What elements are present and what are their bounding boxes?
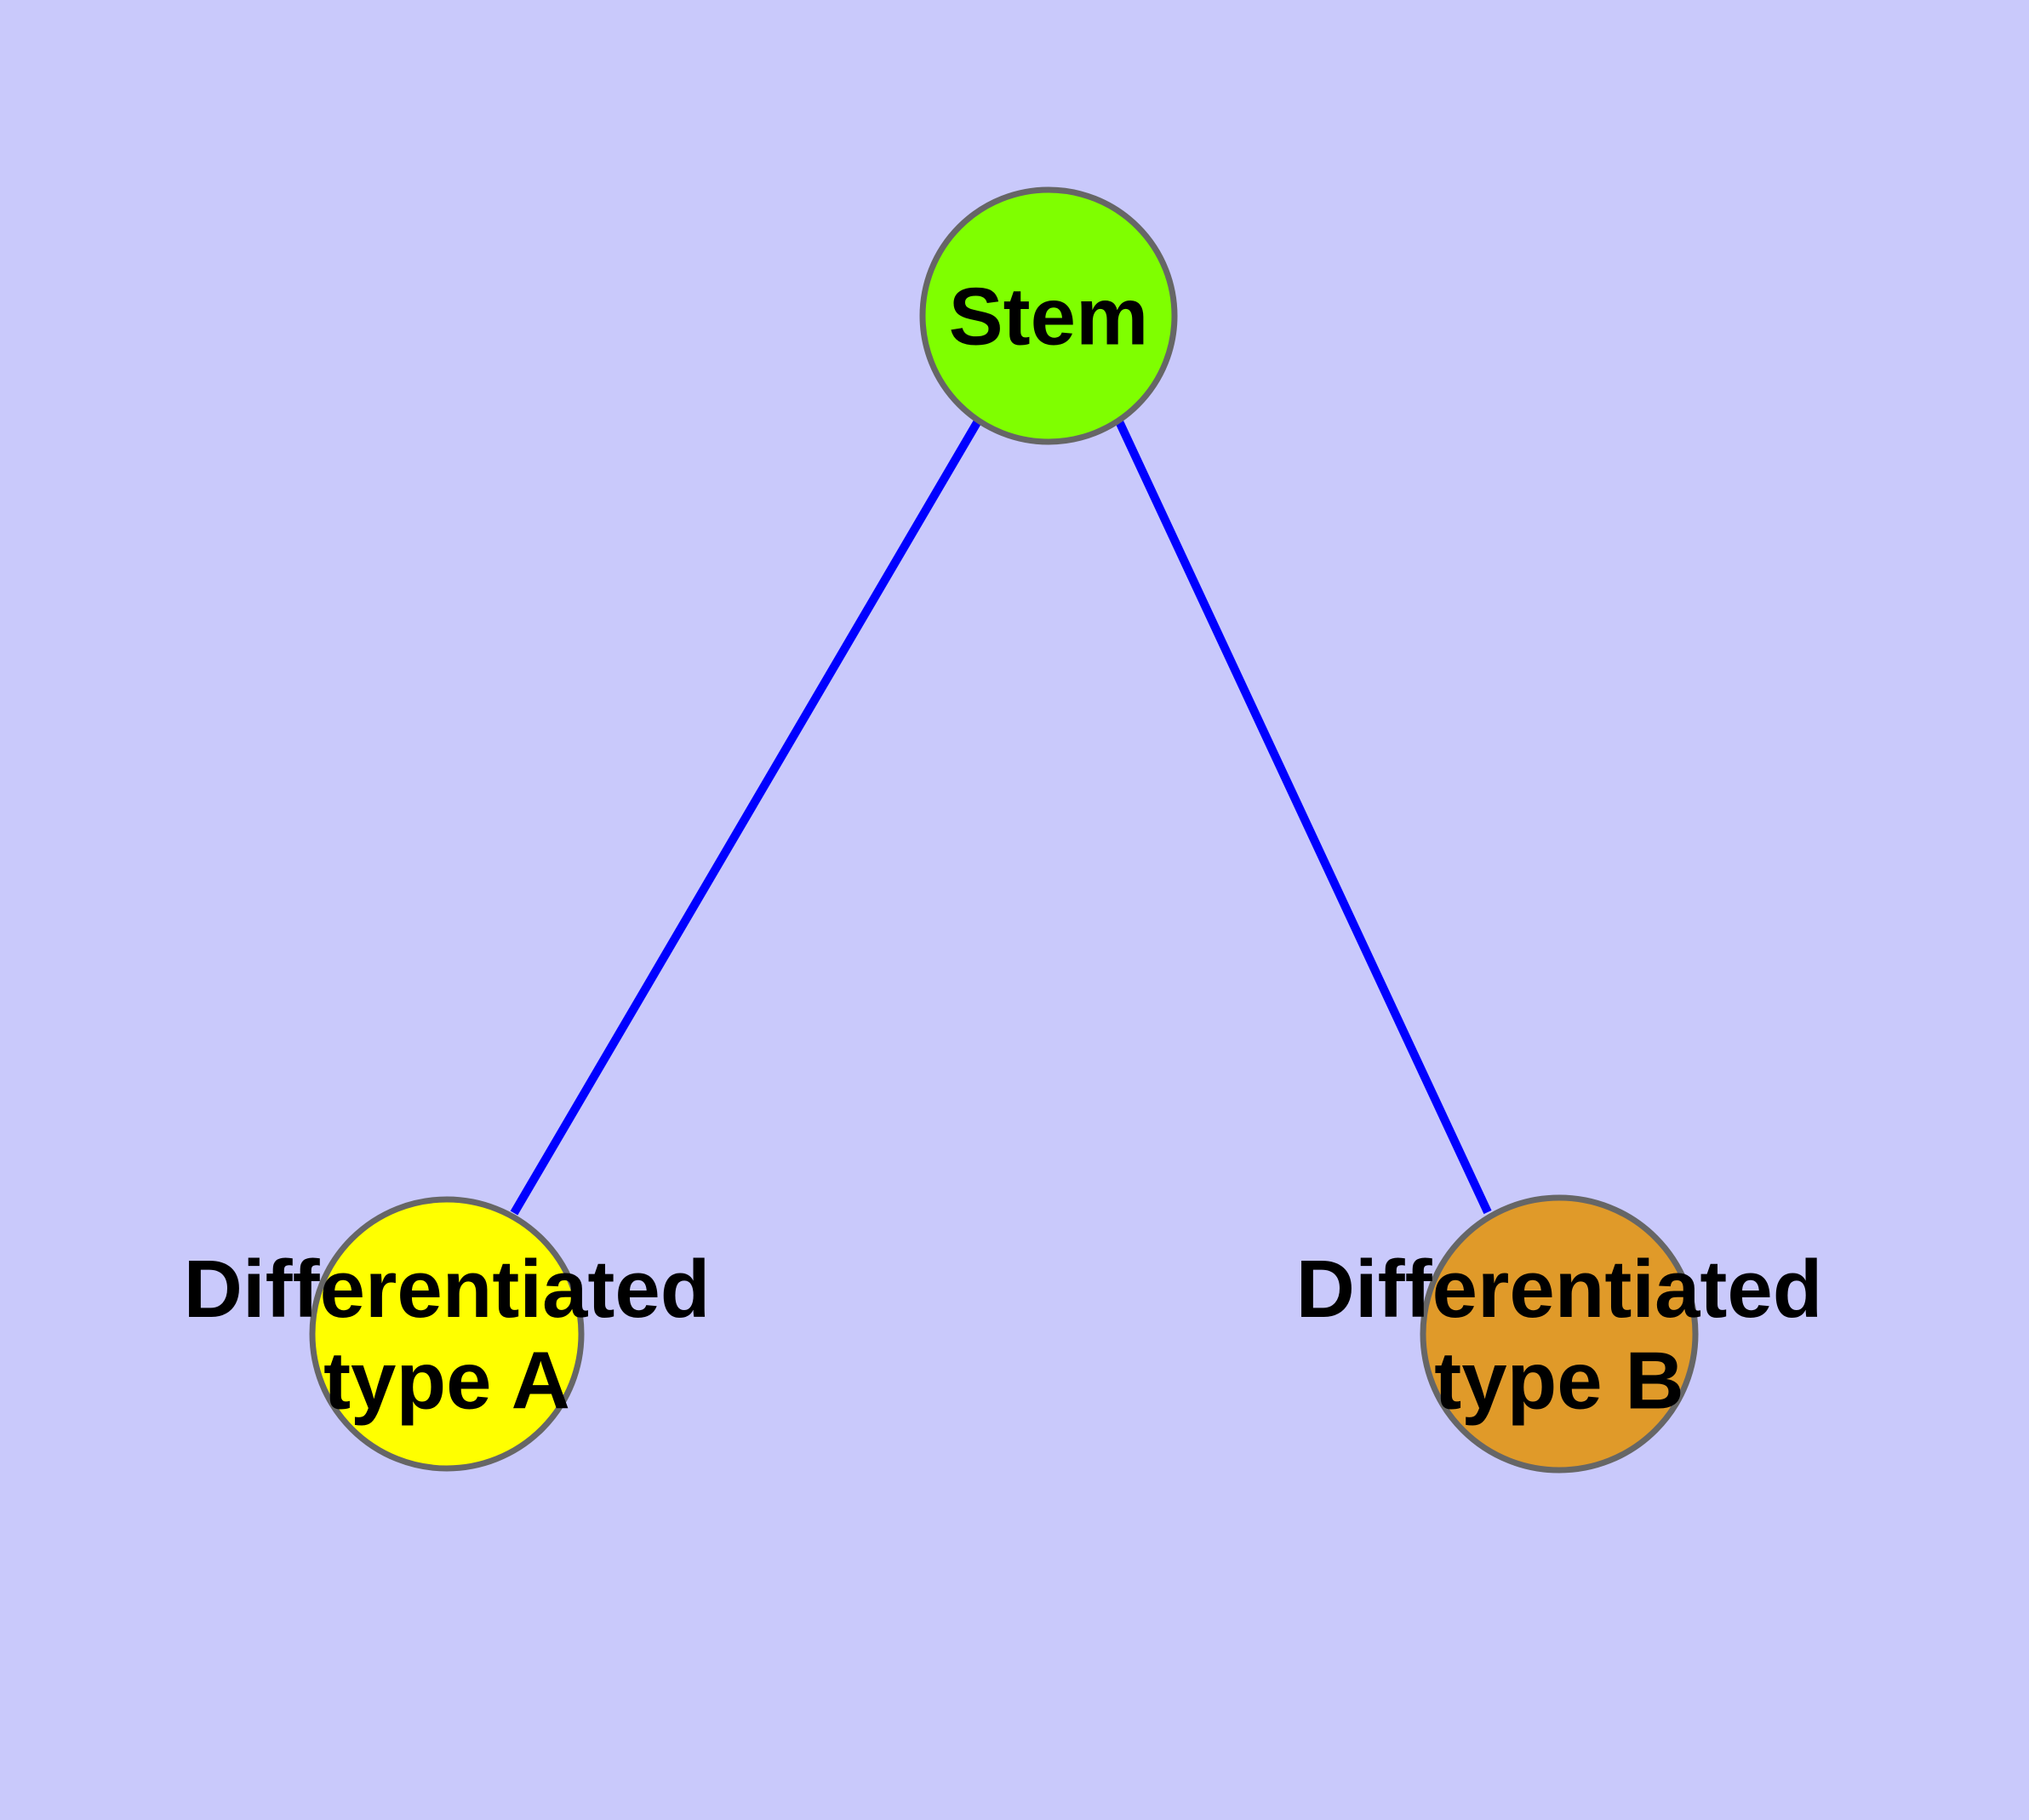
node-label-line: Differentiated <box>1296 1244 1823 1335</box>
node-stem[interactable] <box>919 186 1178 445</box>
nodes-group <box>309 186 1699 1474</box>
edge-stem-diff-b <box>1114 417 1492 1215</box>
node-label-line: type A <box>323 1335 570 1426</box>
node-diff_b[interactable] <box>1420 1194 1699 1474</box>
edges-group <box>510 417 1492 1216</box>
node-label-stem: Stem <box>949 272 1149 363</box>
node-diff_a[interactable] <box>309 1196 585 1472</box>
node-label-line: Differentiated <box>184 1244 711 1335</box>
edge-stem-diff-a <box>510 417 983 1216</box>
node-label-line: type B <box>1434 1335 1683 1426</box>
node-label-line: Stem <box>949 272 1149 363</box>
